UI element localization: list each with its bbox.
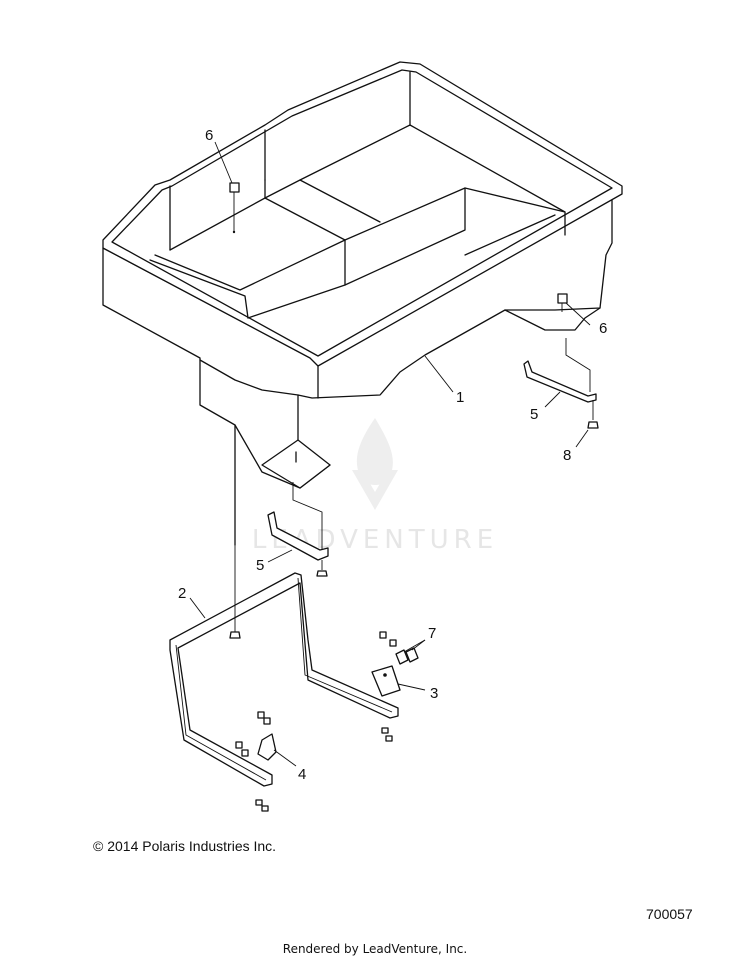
cargo-box: [102, 61, 623, 546]
inner-floor-divider: [264, 197, 346, 241]
frame-tube: [169, 572, 399, 787]
bolt-6-right: [557, 293, 568, 312]
bracket-plate: [257, 733, 277, 761]
callout-4: 4: [298, 766, 306, 783]
leadventure-watermark: LEADVENTURE: [252, 418, 493, 555]
bracket-nut: [316, 570, 328, 577]
bracket-attach-line: [565, 338, 591, 392]
callout-5b: 5: [256, 557, 264, 574]
flame-icon: [356, 418, 393, 485]
nut: [381, 727, 389, 734]
cargo-box-lower-edge: [199, 359, 299, 396]
copyright-notice: © 2014 Polaris Industries Inc.: [93, 838, 277, 854]
bracket-5-right: [523, 338, 599, 429]
callout-5a: 5: [530, 406, 538, 423]
callout-6b: 6: [599, 320, 607, 337]
callout-numbers: 6 6 1 5 8 5 2 7 3 4: [178, 127, 607, 783]
frame-tube-inner: [175, 644, 267, 781]
nut: [385, 735, 393, 742]
bracket-strap: [523, 360, 597, 403]
nut-8: [587, 421, 599, 429]
cargo-box-tab: [261, 439, 331, 489]
bracket-strap: [267, 511, 329, 561]
bracket-plate: [371, 665, 401, 697]
callout-6a: 6: [205, 127, 213, 144]
bracket-3: [371, 631, 419, 742]
bolt-head: [263, 717, 271, 725]
nut: [261, 805, 269, 812]
bracket-hole: [383, 673, 387, 677]
bolt-head: [389, 639, 397, 647]
leader-5a: [544, 391, 561, 408]
bracket-5-left: [267, 482, 329, 577]
leader-6b: [565, 302, 591, 326]
leader-8: [575, 429, 589, 448]
bolt-head: [257, 711, 265, 719]
wheel-well-right: [344, 187, 466, 286]
bolt-head: [235, 741, 243, 749]
bolt-head: [557, 293, 568, 304]
diagram-part-number: 700057: [646, 906, 693, 922]
leader-6a: [214, 141, 233, 184]
bolt-hole: [232, 230, 236, 234]
bracket-attach-line: [292, 482, 323, 552]
leader-lines: [189, 141, 591, 767]
leader-2: [189, 597, 206, 619]
leader-4: [273, 749, 297, 767]
inner-floor-divider-2: [299, 179, 381, 223]
wheel-well-right-top: [344, 187, 566, 241]
v-logo-icon: [352, 470, 398, 510]
rendered-by-credit: Rendered by LeadVenture, Inc.: [282, 942, 468, 956]
clip-7b: [405, 647, 419, 663]
wheel-well-left-front: [149, 259, 249, 319]
leader-1: [424, 355, 454, 393]
callout-7: 7: [428, 625, 436, 642]
bracket-4: [235, 711, 277, 812]
bolt-head: [241, 749, 249, 757]
wheel-well-right-base: [464, 214, 556, 256]
nut: [255, 799, 263, 806]
clip-7a: [395, 649, 409, 665]
callout-3: 3: [430, 685, 438, 702]
bolt-head: [229, 182, 240, 193]
leader-5b: [267, 549, 293, 563]
leader-7b: [403, 639, 426, 653]
bolt-6-left: [229, 182, 240, 234]
callout-2: 2: [178, 585, 186, 602]
cargo-box-rear-skirt: [504, 307, 601, 331]
callout-1: 1: [456, 389, 464, 406]
bolt-head: [379, 631, 387, 639]
callout-8: 8: [563, 447, 571, 464]
leader-3: [397, 683, 426, 691]
frame-tube-inner-2: [297, 577, 393, 713]
support-frame-2: [169, 425, 399, 787]
frame-mount-nut: [229, 631, 241, 639]
